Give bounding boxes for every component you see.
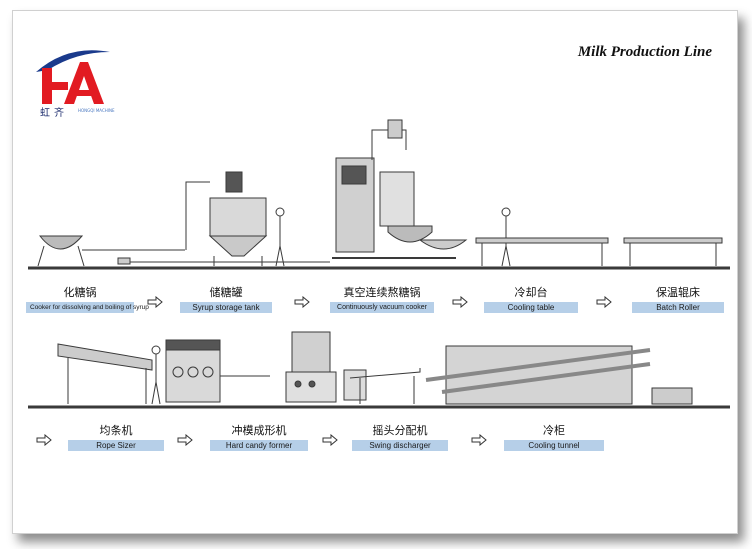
step-chinese-label: 真空连续熬糖锅: [343, 286, 421, 299]
right-arrow-icon: [294, 296, 310, 308]
step-english-label: Cooling table: [484, 302, 578, 313]
step-english-label: Swing discharger: [352, 440, 448, 451]
step-batch-roller: 保温辊床 Batch Roller: [632, 286, 724, 313]
diagram-title: Milk Production Line: [577, 44, 712, 60]
step-cooling-tunnel: 冷柜 Cooling tunnel: [504, 424, 604, 451]
step-chinese-label: 冷却台: [514, 286, 548, 299]
step-chinese-label: 摇头分配机: [372, 424, 428, 437]
step-storage-tank: 储糖罐 Syrup storage tank: [180, 286, 272, 313]
step-chinese-label: 均条机: [99, 424, 133, 437]
right-arrow-icon: [177, 434, 193, 446]
right-arrow-icon: [322, 434, 338, 446]
worker-figure: [501, 207, 511, 267]
step-english-label: Rope Sizer: [68, 440, 164, 451]
step-english-label: Batch Roller: [632, 302, 724, 313]
logo-subtitle: HONGQI MACHINE: [78, 108, 115, 113]
right-arrow-icon: [471, 434, 487, 446]
step-chinese-label: 储糖罐: [209, 286, 243, 299]
step-swing-discharger: 摇头分配机 Swing discharger: [352, 424, 448, 451]
rope-sizer-machine: [57, 339, 270, 405]
step-english-label: Syrup storage tank: [180, 302, 272, 313]
cooling-tunnel: [425, 345, 693, 405]
step-cooling-table: 冷却台 Cooling table: [484, 286, 578, 313]
step-cooker: 化糖锅 Cooker for dissolving and boiling of…: [26, 286, 149, 313]
step-english-label: Cooling tunnel: [504, 440, 604, 451]
right-arrow-icon: [147, 296, 163, 308]
swing-discharger: [343, 368, 421, 404]
step-chinese-label: 保温辊床: [656, 286, 700, 299]
step-chinese-label: 冷柜: [543, 424, 565, 437]
step-chinese-label: 冲模成形机: [231, 424, 287, 437]
step-hard-candy-former: 冲模成形机 Hard candy former: [210, 424, 308, 451]
step-chinese-label: 化糖锅: [63, 286, 97, 299]
right-arrow-icon: [452, 296, 468, 308]
hard-candy-former: [285, 331, 337, 403]
right-arrow-icon: [596, 296, 612, 308]
worker-figure: [275, 207, 285, 267]
logo-icon: [36, 50, 110, 104]
syrup-storage-tank: [185, 171, 268, 266]
batch-roller: [623, 237, 723, 266]
logo-chinese-name: 虹齐: [40, 108, 68, 119]
cooling-table: [475, 237, 609, 266]
right-arrow-icon: [36, 434, 52, 446]
step-english-label: Continuously vacuum cooker: [330, 302, 434, 313]
step-rope-sizer: 均条机 Rope Sizer: [68, 424, 164, 451]
step-english-label: Hard candy former: [210, 440, 308, 451]
cooker-machine: [37, 235, 330, 267]
step-english-label: Cooker for dissolving and boiling of syr…: [26, 302, 149, 313]
vacuum-cooker-machine: [332, 119, 468, 259]
step-vacuum-cooker: 真空连续熬糖锅 Continuously vacuum cooker: [330, 286, 434, 313]
